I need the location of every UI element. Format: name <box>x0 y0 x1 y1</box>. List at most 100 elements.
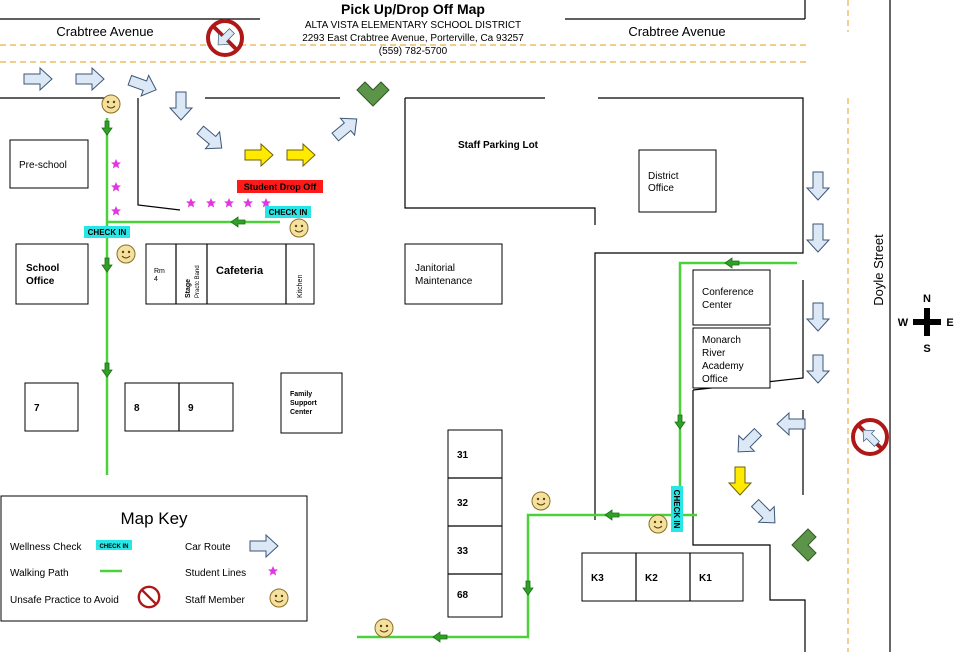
staff-member-icon <box>648 514 668 534</box>
school-phone: (559) 782-5700 <box>379 46 448 57</box>
building-family-support <box>280 372 343 434</box>
yellow-route-arrow <box>728 466 752 496</box>
key-car-route-label: Car Route <box>185 542 231 553</box>
district-office-label-1: District <box>648 171 679 182</box>
key-unsafe-label: Unsafe Practice to Avoid <box>10 595 119 606</box>
student-line-star <box>206 198 216 208</box>
key-walking-label: Walking Path <box>10 568 69 579</box>
drop-off-label: Student Drop Off <box>244 182 317 192</box>
key-wellness-label: Wellness Check <box>10 542 83 553</box>
stage-label: Stage <box>185 279 192 298</box>
compass-west: W <box>898 317 909 329</box>
staff-member-icon <box>289 218 309 238</box>
pickup-turn-arrow-icon <box>356 81 390 107</box>
school-office-label-2: Office <box>26 276 55 287</box>
site-line <box>692 390 806 652</box>
walk-arrow <box>432 631 448 643</box>
room-k1-label: K1 <box>699 573 712 584</box>
family-label-3: Center <box>290 409 312 416</box>
car-route-arrow <box>806 302 830 332</box>
rm4-label-2: 4 <box>154 276 158 283</box>
compass-east: E <box>946 317 953 329</box>
monarch-label-2: River <box>702 348 726 359</box>
compass-south: S <box>923 343 930 355</box>
key-smiley-icon <box>269 588 289 608</box>
walk-arrow <box>522 580 534 596</box>
check-in-label: CHECK IN <box>672 490 681 529</box>
map-title: Pick Up/Drop Off Map <box>341 1 485 17</box>
staff-member-icon <box>101 94 121 114</box>
walk-arrow <box>101 362 113 378</box>
building-janitorial <box>404 243 503 305</box>
staff-parking-label: Staff Parking Lot <box>458 140 539 151</box>
student-line-star <box>186 198 196 208</box>
building-monarch-river <box>692 327 771 389</box>
building-district-office <box>638 149 717 213</box>
check-in-label: CHECK IN <box>88 228 127 237</box>
building-room-7 <box>24 382 79 432</box>
cafeteria-label: Cafeteria <box>216 265 264 277</box>
street-doyle: Doyle Street <box>871 234 886 306</box>
walk-arrow <box>101 120 113 136</box>
room-9-label: 9 <box>188 403 194 414</box>
janitorial-label-1: Janitorial <box>415 263 455 274</box>
room-8-label: 8 <box>134 403 140 414</box>
car-route-arrow <box>192 121 230 157</box>
janitorial-label-2: Maintenance <box>415 276 473 287</box>
student-line-star <box>111 206 121 216</box>
student-line-star <box>243 198 253 208</box>
practice-band-label: Practc Band <box>195 265 201 298</box>
walk-arrow <box>604 509 620 521</box>
key-check-in-badge <box>96 540 132 550</box>
walk-arrow <box>674 414 686 430</box>
site-line <box>137 98 181 211</box>
room-31-label: 31 <box>457 450 469 461</box>
compass-north: N <box>923 293 931 305</box>
car-route-arrow <box>23 67 53 91</box>
kitchen-label: Kitchen <box>297 275 304 298</box>
street-crabtree-left: Crabtree Avenue <box>56 24 153 39</box>
street-crabtree-right: Crabtree Avenue <box>628 24 725 39</box>
family-label-2: Support <box>290 400 317 407</box>
staff-member-icon <box>374 618 394 638</box>
building-preschool <box>9 139 89 189</box>
room-33-label: 33 <box>457 546 469 557</box>
building-rooms-31-68 <box>447 429 503 618</box>
walk-arrow <box>724 257 740 269</box>
district-name: ALTA VISTA ELEMENTARY SCHOOL DISTRICT <box>305 20 521 31</box>
room-7-label: 7 <box>34 403 40 414</box>
building-preschool-label: Pre-school <box>19 160 67 171</box>
room-68-label: 68 <box>457 590 469 601</box>
key-check-in-label: CHECK IN <box>99 544 128 550</box>
student-line-star <box>111 159 121 169</box>
walk-arrow <box>101 257 113 273</box>
no-entry-icon <box>851 418 889 456</box>
staff-member-icon <box>531 491 551 511</box>
staff-member-icon <box>116 244 136 264</box>
yellow-route-arrow <box>286 143 316 167</box>
conference-label-1: Conference <box>702 287 754 298</box>
site-line <box>404 98 596 225</box>
building-school-office <box>15 243 89 305</box>
site-line <box>594 97 804 520</box>
car-route-arrow <box>75 67 105 91</box>
no-entry-icon <box>206 19 244 57</box>
room-k3-label: K3 <box>591 573 604 584</box>
monarch-label-3: Academy <box>702 361 744 372</box>
school-office-label-1: School <box>26 263 60 274</box>
key-no-entry-icon <box>137 585 161 609</box>
car-route-arrow <box>776 412 806 436</box>
car-route-arrow <box>746 494 784 532</box>
key-student-lines-label: Student Lines <box>185 568 246 579</box>
walk-arrow <box>230 216 246 228</box>
monarch-label-4: Office <box>702 374 728 385</box>
building-conference-center <box>692 269 771 326</box>
car-route-arrow <box>169 91 193 121</box>
district-office-label-2: Office <box>648 183 674 194</box>
car-route-arrow <box>327 110 365 146</box>
room-32-label: 32 <box>457 498 469 509</box>
student-line-star <box>111 182 121 192</box>
conference-label-2: Center <box>702 300 733 311</box>
check-in-badge <box>671 486 683 532</box>
